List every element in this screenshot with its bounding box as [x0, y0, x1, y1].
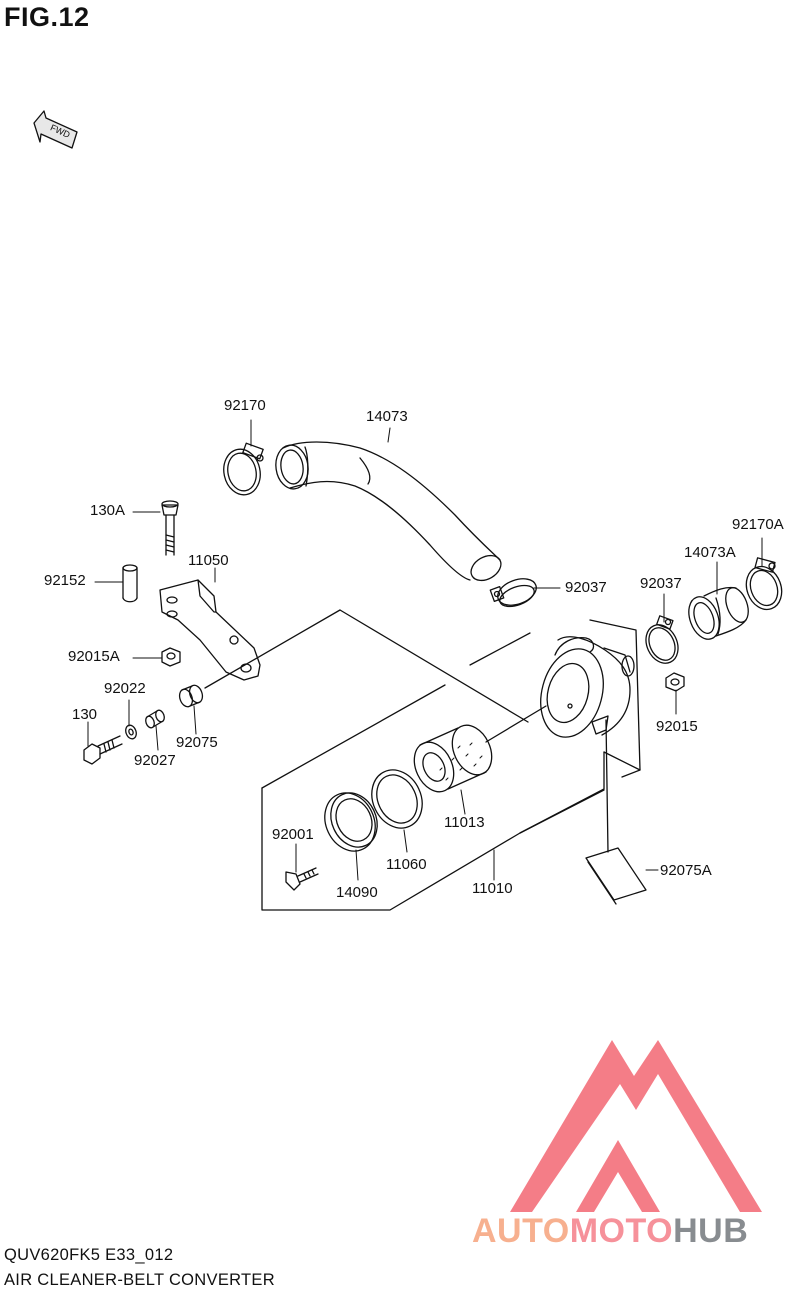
- intake-duct-14073: [275, 441, 502, 582]
- part-label-92022: 92022: [104, 680, 146, 697]
- bolt-130A: [161, 500, 179, 556]
- part-label-11060: 11060: [386, 856, 427, 873]
- pipe-92152: [122, 564, 138, 603]
- part-label-92152: 92152: [44, 572, 86, 589]
- part-label-92170: 92170: [224, 397, 266, 414]
- part-label-92001: 92001: [272, 826, 314, 843]
- part-label-130: 130: [72, 706, 98, 723]
- part-label-92037-left: 92037: [565, 579, 607, 596]
- hose-clamp-92170: [223, 442, 264, 496]
- model-code: QUV620FK5 E33_012: [4, 1246, 174, 1264]
- watermark-text: AUTOMOTOHUB: [472, 1212, 748, 1251]
- collar-92027: [145, 709, 165, 729]
- part-label-11050: 11050: [188, 552, 229, 569]
- part-label-14073A: 14073A: [684, 544, 736, 561]
- nut-92015: [665, 672, 685, 692]
- grommet-92075: [178, 684, 204, 708]
- part-label-92037-right: 92037: [640, 575, 682, 592]
- pad-92075A: [585, 847, 647, 905]
- watermark-auto: AUTO: [472, 1212, 570, 1250]
- filter-element-11013: [413, 724, 493, 793]
- part-label-14090: 14090: [336, 884, 378, 901]
- part-label-130A: 130A: [90, 502, 126, 519]
- bolt-130: [83, 735, 123, 765]
- watermark-hub: HUB: [673, 1212, 749, 1250]
- air-cleaner-housing: [540, 636, 635, 738]
- bracket-11050: [159, 579, 261, 681]
- assembly-outline: [261, 619, 641, 911]
- cover-14090: [324, 792, 378, 852]
- diagram-caption: AIR CLEANER-BELT CONVERTER: [4, 1271, 275, 1289]
- part-label-92027: 92027: [134, 752, 176, 769]
- wing-bolt-92001: [285, 867, 319, 891]
- part-label-14073: 14073: [366, 408, 408, 425]
- bracket-leader-line: [204, 609, 341, 689]
- boot-14073A: [688, 586, 749, 640]
- part-label-11010: 11010: [472, 880, 513, 897]
- part-label-92075A: 92075A: [660, 862, 712, 879]
- hose-clamp-92170A: [745, 557, 783, 611]
- part-label-92075: 92075: [176, 734, 218, 751]
- figure-title: FIG.12: [4, 2, 90, 32]
- part-label-11013: 11013: [444, 814, 485, 831]
- part-label-92015A: 92015A: [68, 648, 120, 665]
- washer-92022: [125, 724, 137, 740]
- fwd-arrow-icon: FWD: [33, 110, 78, 149]
- callout-leaders: [87, 419, 763, 881]
- part-label-92015: 92015: [656, 718, 698, 735]
- hose-clamp-92037-right: [645, 615, 679, 664]
- watermark-logo-icon: [510, 1040, 762, 1212]
- hose-clamp-92037-left: [489, 578, 537, 608]
- gasket-11060: [371, 769, 423, 829]
- watermark-moto: MOTO: [569, 1212, 674, 1250]
- part-label-92170A: 92170A: [732, 516, 784, 533]
- nut-92015A: [161, 647, 181, 667]
